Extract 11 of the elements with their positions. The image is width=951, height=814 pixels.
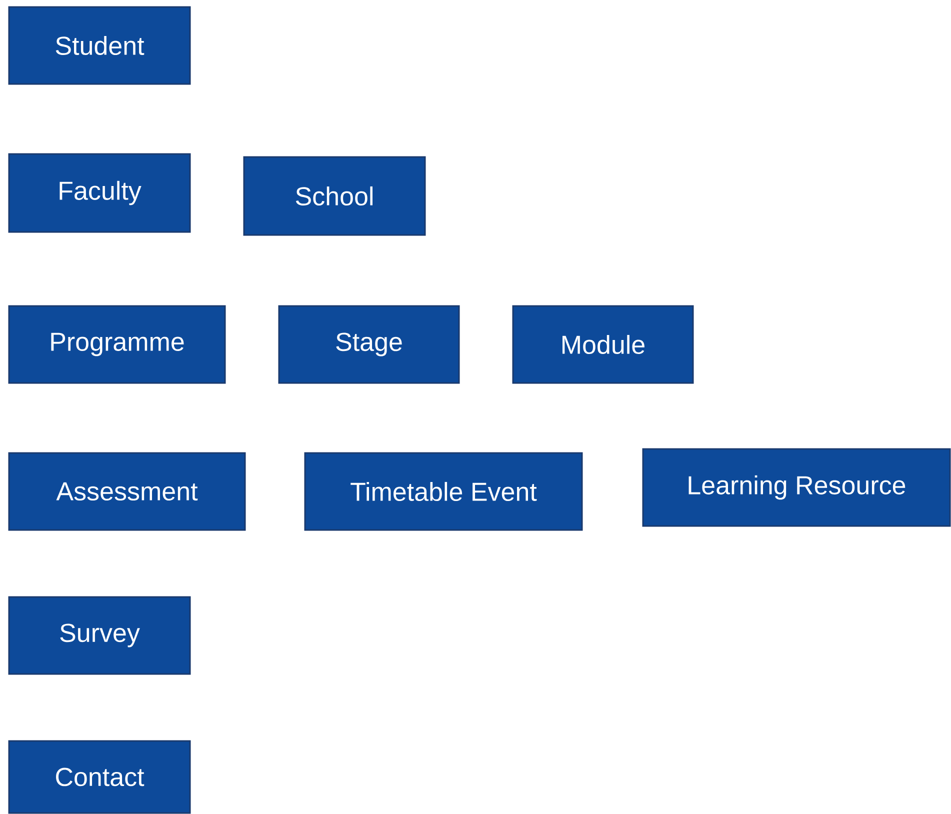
entity-box: School <box>243 156 426 236</box>
entity-box: Programme <box>8 305 226 384</box>
entity-box: Assessment <box>8 452 246 531</box>
entity-box: Stage <box>278 305 460 384</box>
entity-box: Module <box>512 305 694 384</box>
entity-box: Contact <box>8 740 191 814</box>
entity-box: Learning Resource <box>642 448 951 527</box>
entity-box: Survey <box>8 596 191 675</box>
entity-box: Faculty <box>8 153 191 233</box>
entity-box: Student <box>8 6 191 85</box>
entity-box: Timetable Event <box>304 452 583 531</box>
